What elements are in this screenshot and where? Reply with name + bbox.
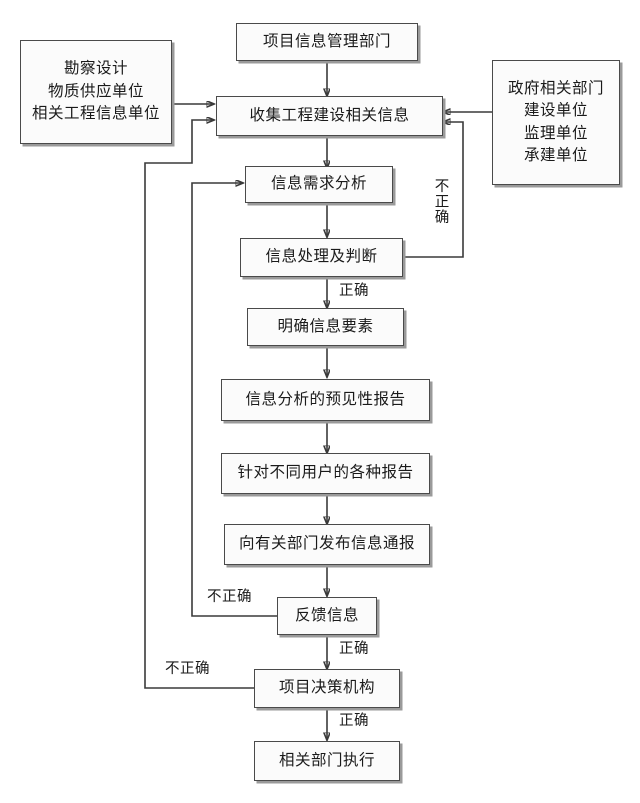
edge-label-correct-decision: 正确 bbox=[339, 713, 369, 729]
node-line: 反馈信息 bbox=[294, 606, 359, 624]
info-processing-and-judgement[interactable]: 信息处理及判断 bbox=[240, 238, 403, 277]
node-line: 相关部门执行 bbox=[278, 751, 375, 769]
predictive-analysis-report[interactable]: 信息分析的预见性报告 bbox=[221, 379, 430, 421]
project-decision-body[interactable]: 项目决策机构 bbox=[254, 669, 400, 708]
project-info-management-dept[interactable]: 项目信息管理部门 bbox=[236, 23, 418, 61]
node-line: 明确信息要素 bbox=[277, 317, 374, 335]
collect-construction-info[interactable]: 收集工程建设相关信息 bbox=[216, 96, 443, 136]
edge-feedback-incorrect-to-demand bbox=[191, 183, 277, 617]
edge-label-correct-process: 正确 bbox=[339, 283, 369, 299]
node-line: 信息处理及判断 bbox=[265, 248, 378, 266]
node-line: 监理单位 bbox=[523, 124, 588, 142]
edge-label-incorrect-decision: 不正确 bbox=[165, 661, 210, 677]
node-line: 针对不同用户的各种报告 bbox=[237, 464, 414, 482]
node-line: 项目决策机构 bbox=[278, 679, 375, 697]
node-line: 物质供应单位 bbox=[47, 82, 144, 100]
edge-process-incorrect-to-collect bbox=[403, 122, 464, 258]
feedback-info[interactable]: 反馈信息 bbox=[277, 597, 377, 635]
node-line: 承建单位 bbox=[523, 146, 588, 164]
clarify-info-elements[interactable]: 明确信息要素 bbox=[247, 308, 404, 346]
node-line: 政府相关部门 bbox=[507, 79, 604, 97]
info-demand-analysis[interactable]: 信息需求分析 bbox=[245, 166, 393, 203]
node-line: 信息需求分析 bbox=[270, 175, 367, 193]
publish-info-bulletin[interactable]: 向有关部门发布信息通报 bbox=[224, 524, 430, 565]
node-line: 建设单位 bbox=[523, 102, 588, 120]
edge-label-incorrect-process: 不正确 bbox=[432, 178, 449, 225]
edge-label-correct-feedback: 正确 bbox=[339, 641, 369, 657]
node-line: 勘察设计 bbox=[63, 60, 128, 78]
node-line: 项目信息管理部门 bbox=[262, 32, 391, 50]
right-source-units[interactable]: 政府相关部门 建设单位 监理单位 承建单位 bbox=[492, 60, 620, 185]
node-line: 相关工程信息单位 bbox=[31, 105, 160, 123]
node-line: 收集工程建设相关信息 bbox=[249, 106, 410, 124]
edge-decision-incorrect-to-collect bbox=[144, 120, 254, 689]
relevant-dept-execution[interactable]: 相关部门执行 bbox=[254, 741, 400, 781]
node-line: 向有关部门发布信息通报 bbox=[238, 535, 415, 553]
edge-label-incorrect-feedback: 不正确 bbox=[207, 589, 252, 605]
left-source-units[interactable]: 勘察设计 物质供应单位 相关工程信息单位 bbox=[20, 40, 172, 144]
reports-for-different-users[interactable]: 针对不同用户的各种报告 bbox=[221, 453, 430, 494]
node-line: 信息分析的预见性报告 bbox=[245, 390, 406, 408]
